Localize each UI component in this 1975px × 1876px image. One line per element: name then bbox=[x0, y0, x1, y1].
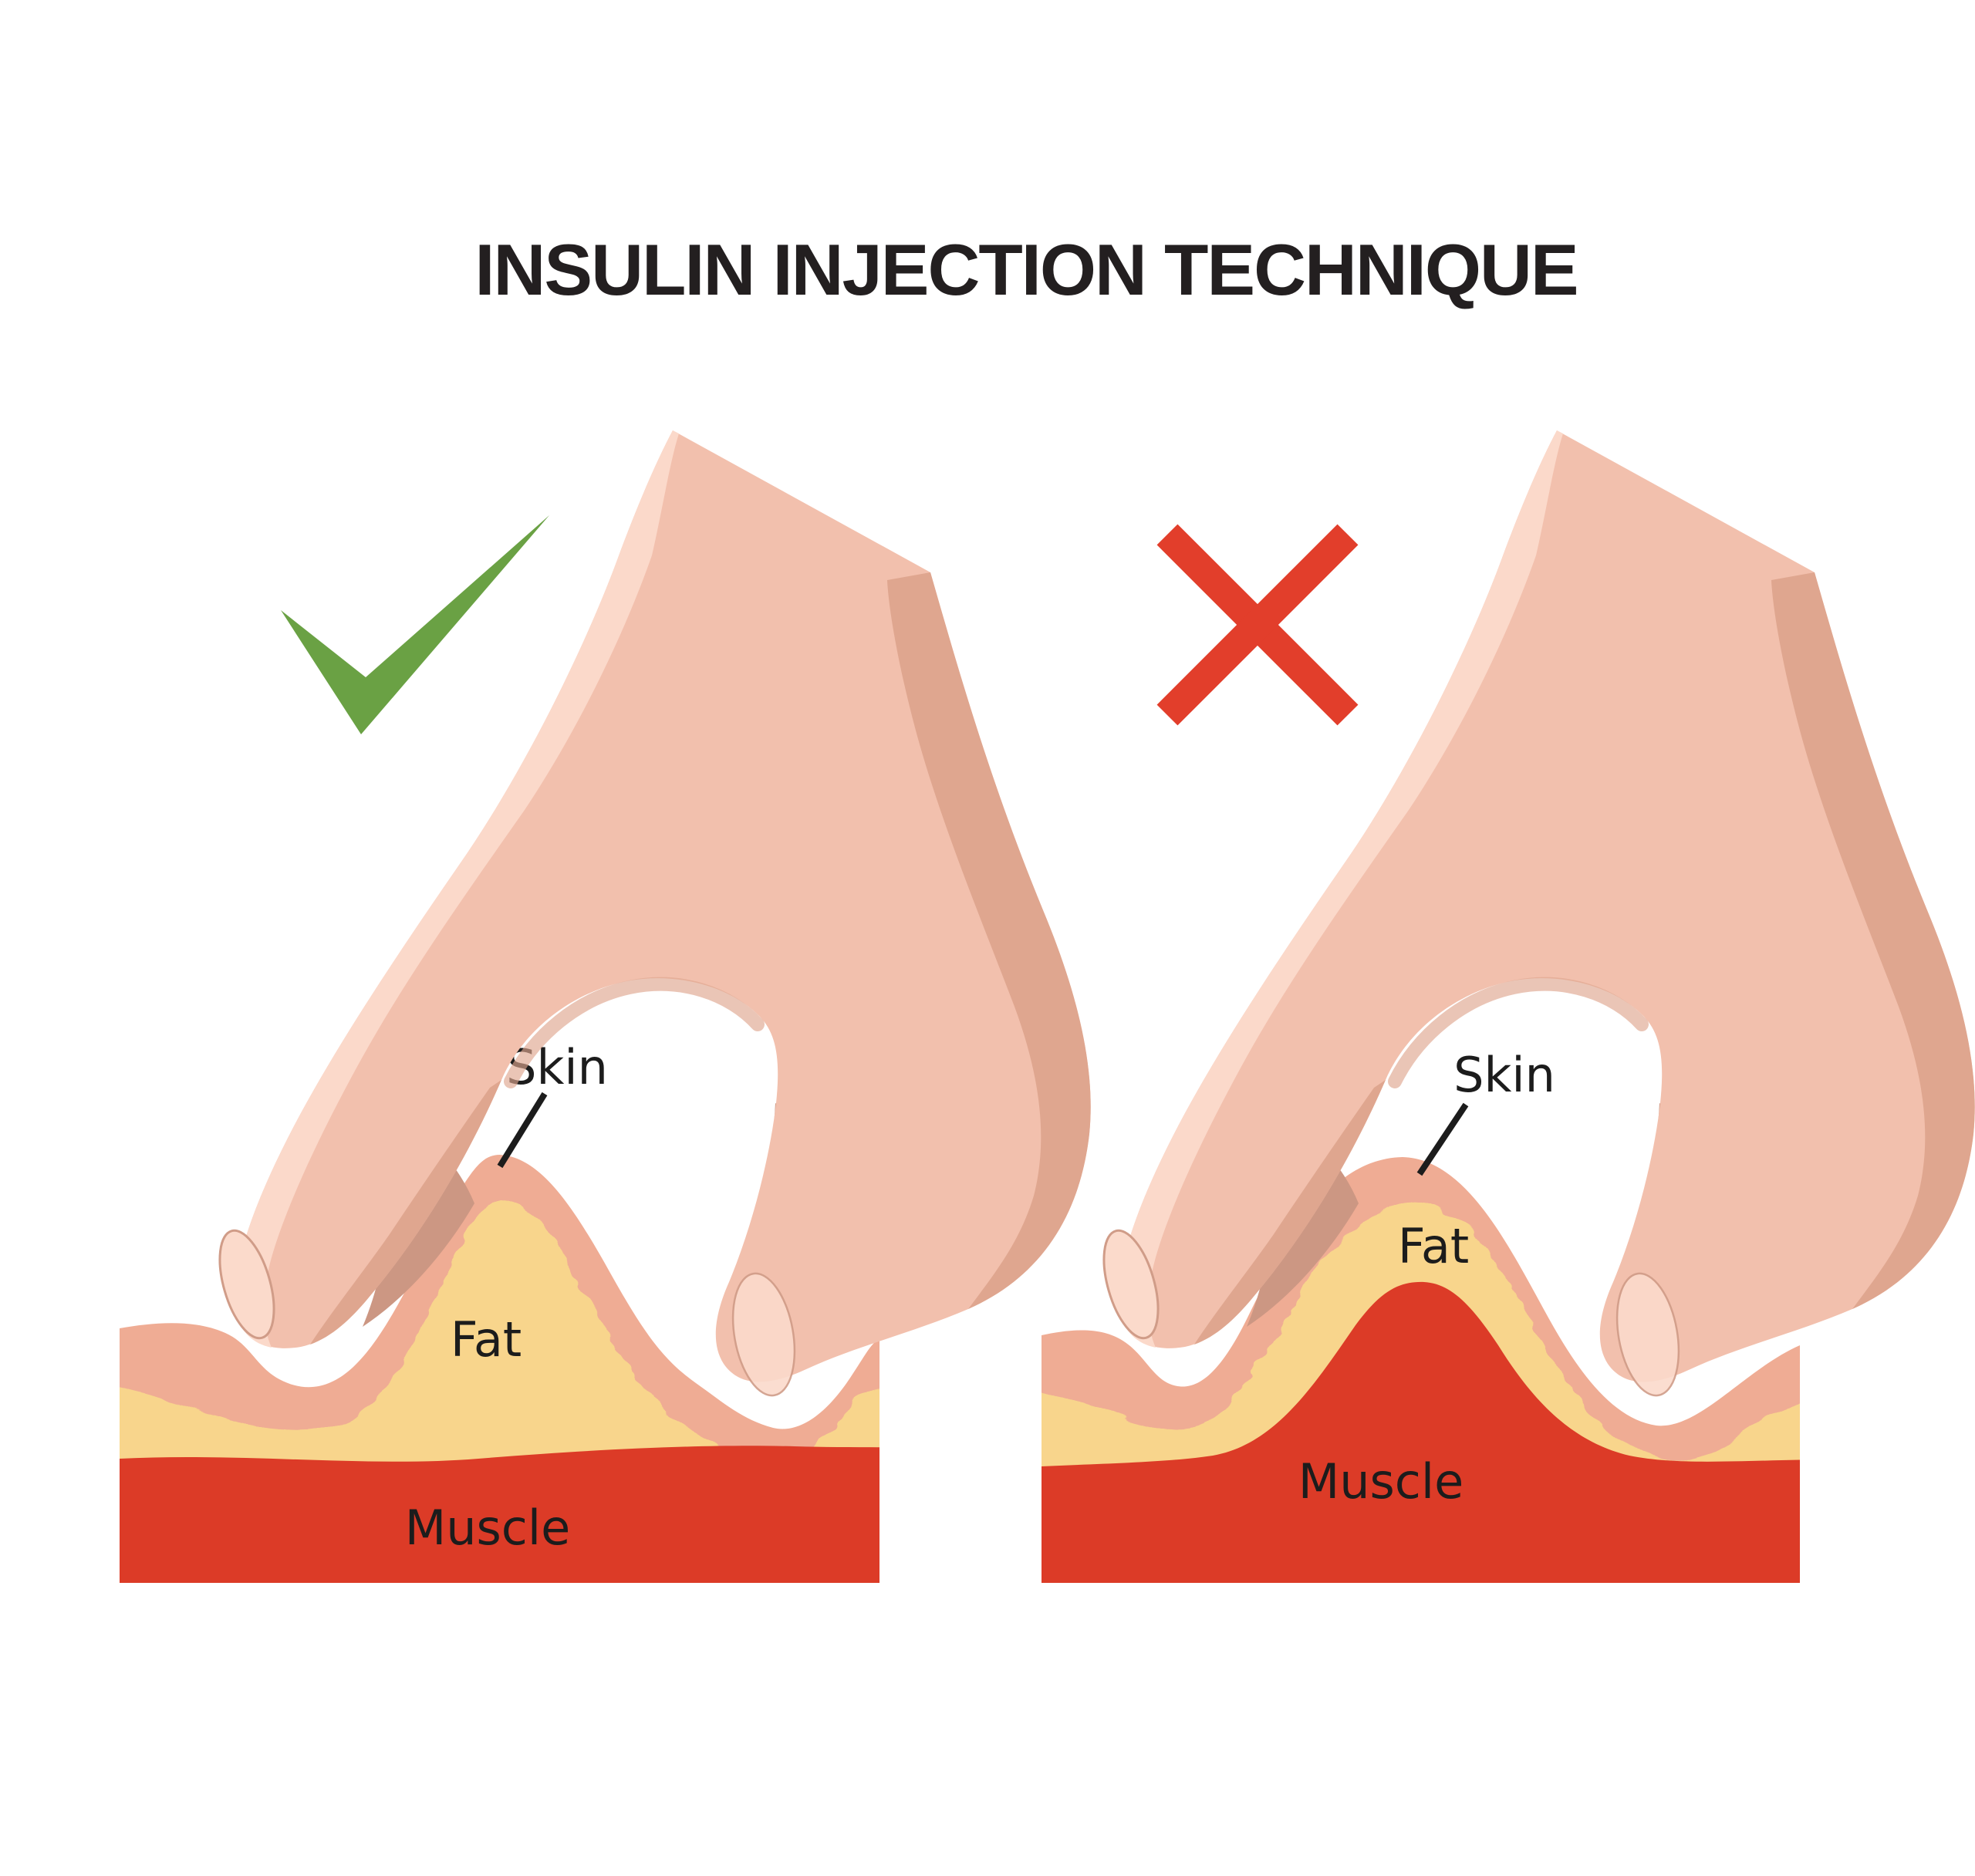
tissue-block-incorrect bbox=[1042, 1157, 1800, 1583]
muscle-layer bbox=[1042, 1281, 1800, 1583]
tissue-block-correct bbox=[120, 1155, 879, 1583]
cross-icon bbox=[1156, 524, 1359, 726]
fat-label: Fat bbox=[1398, 1218, 1469, 1274]
muscle-layer bbox=[120, 1446, 879, 1583]
skin-leader-line bbox=[497, 1092, 548, 1169]
muscle-label: Muscle bbox=[1298, 1453, 1464, 1510]
page-title: INSULIN INJECTION TECHNIQUE bbox=[474, 229, 1577, 310]
skin-leader-line bbox=[1416, 1102, 1469, 1176]
fat-label: Fat bbox=[451, 1311, 522, 1368]
muscle-label: Muscle bbox=[405, 1500, 571, 1556]
check-icon bbox=[281, 515, 549, 734]
skin-label: Skin bbox=[1453, 1047, 1555, 1103]
